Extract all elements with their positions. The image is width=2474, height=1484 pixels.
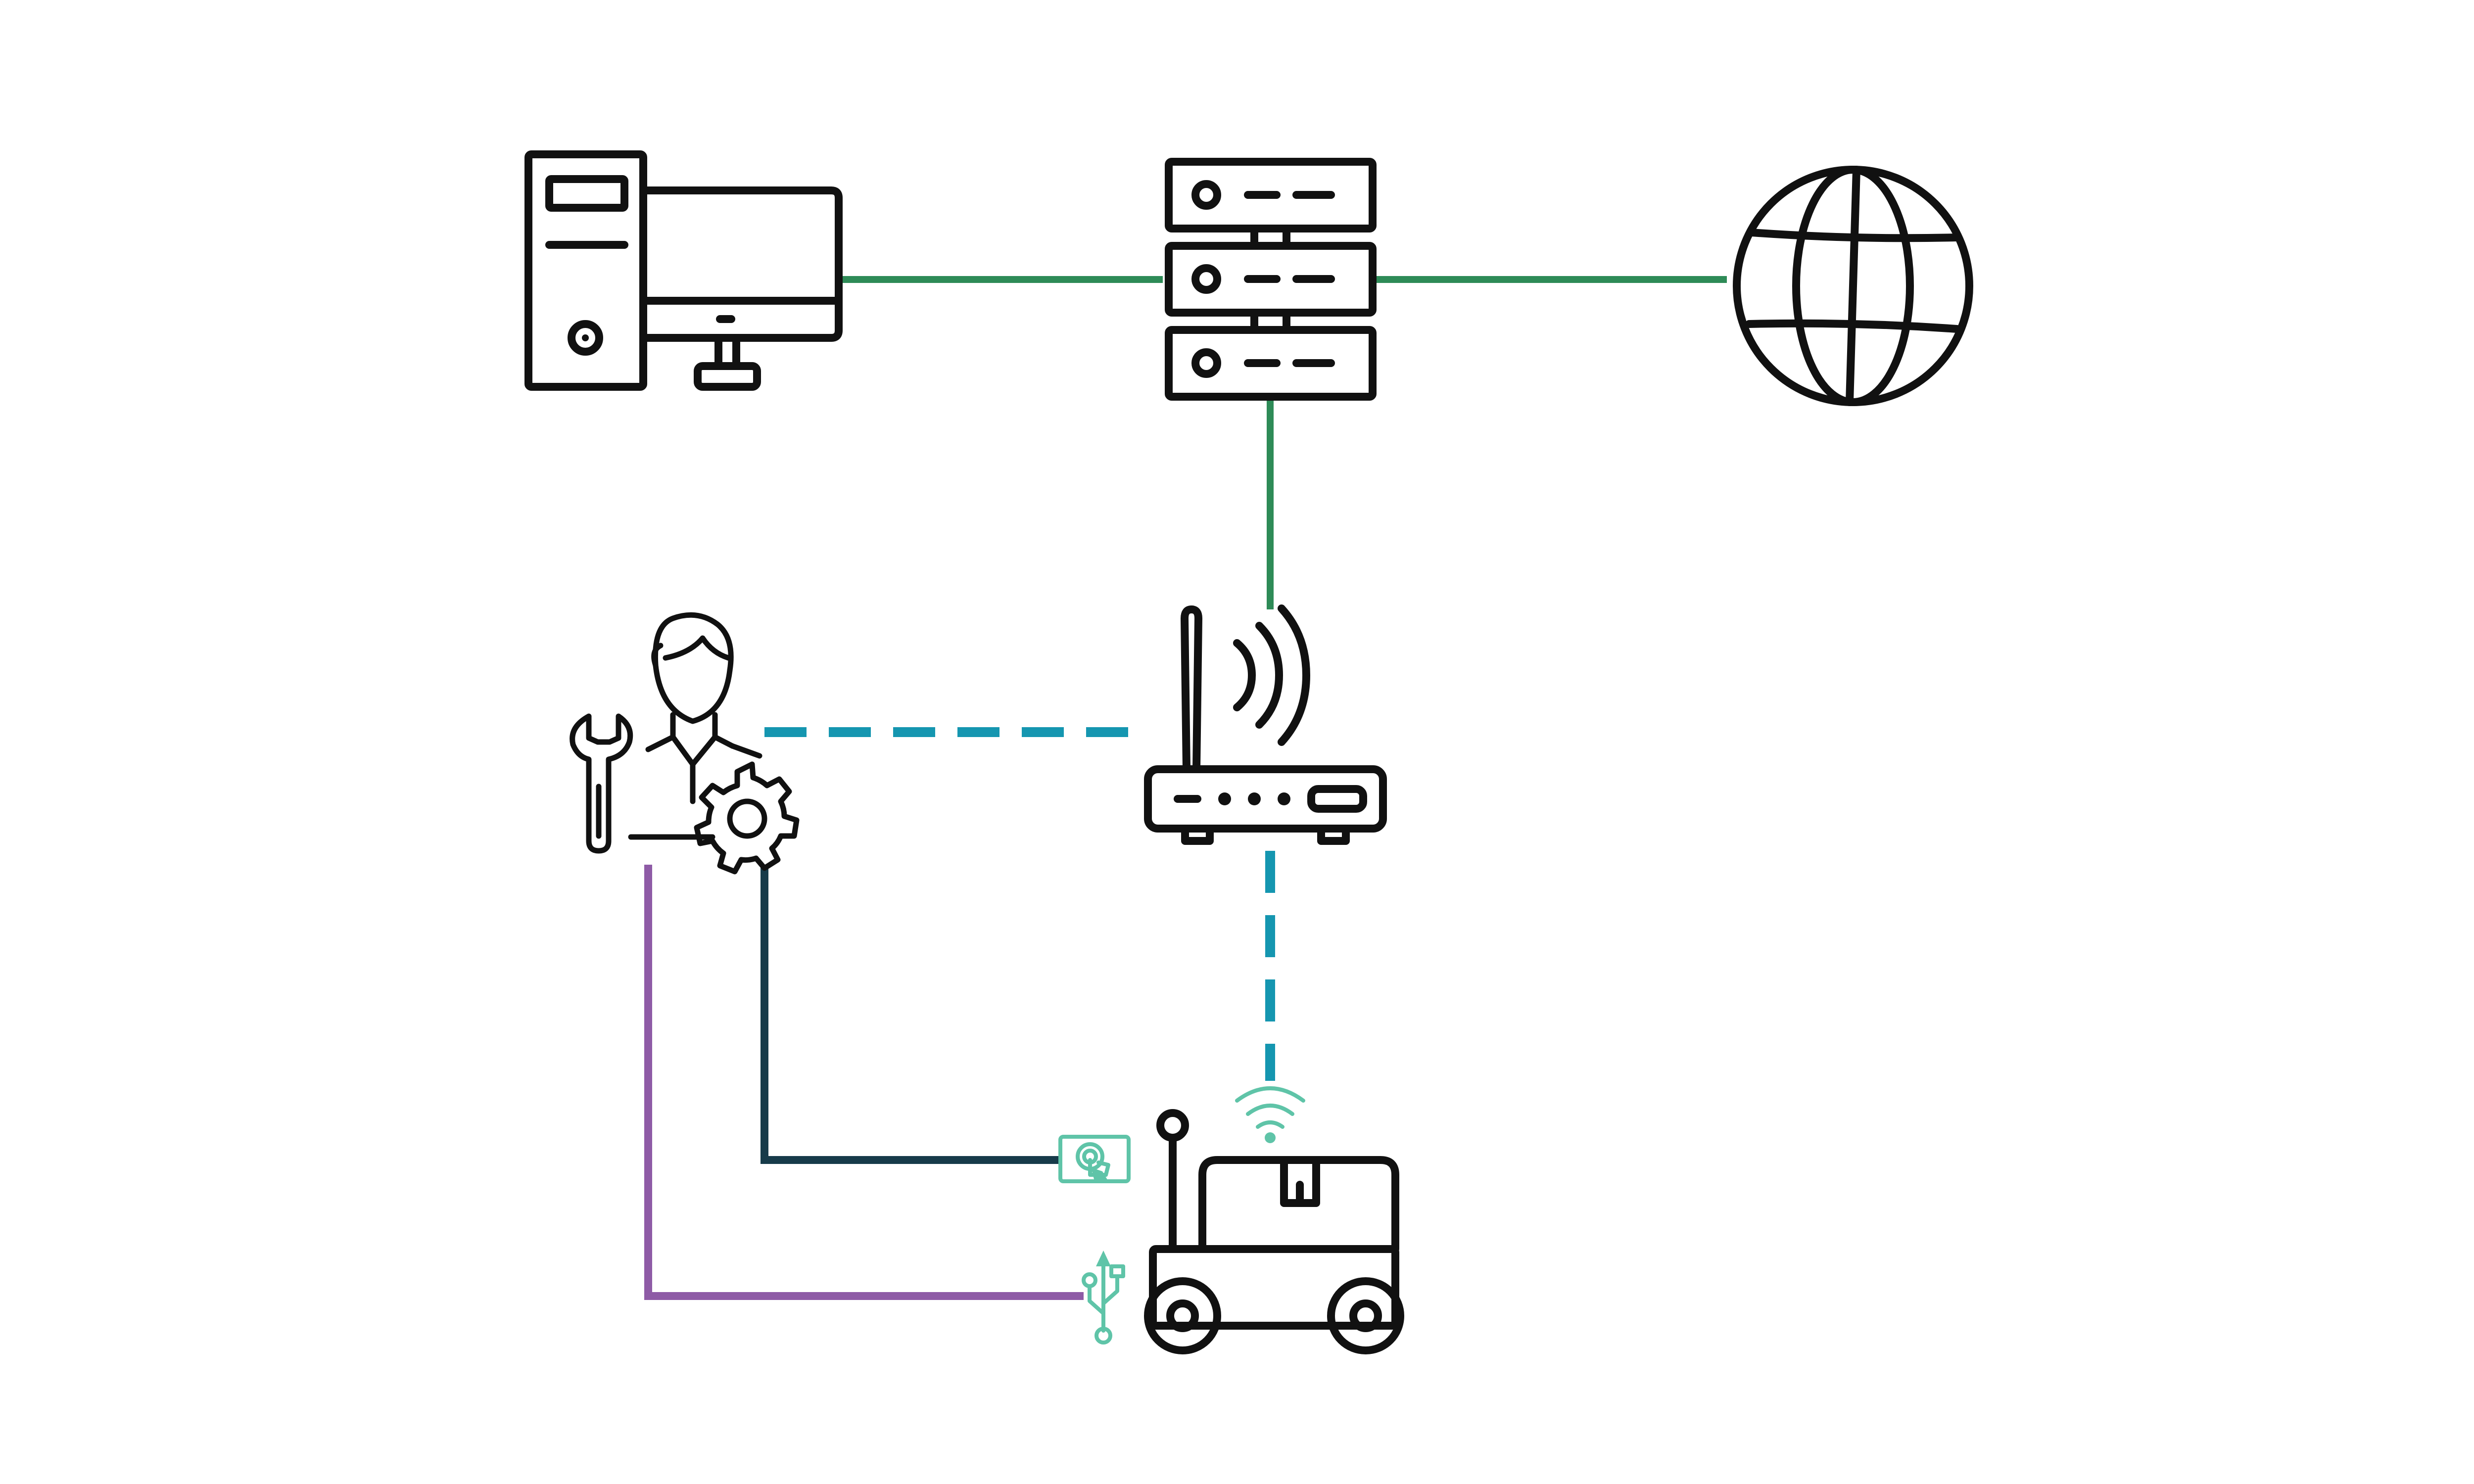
touchscreen-icon <box>1058 1135 1131 1183</box>
delivery-robot-icon <box>1144 1109 1404 1354</box>
server-rack-icon <box>1165 158 1377 401</box>
technician-with-tools-icon <box>570 612 800 875</box>
usb-icon <box>1082 1251 1125 1345</box>
wifi-signal-icon <box>1235 1086 1305 1143</box>
link-technician-robot-usb <box>644 865 1084 1300</box>
gear-icon <box>694 761 800 875</box>
link-technician-robot-touchpanel <box>761 865 1059 1164</box>
wifi-router-icon <box>1144 604 1387 845</box>
desktop-computer-icon <box>524 150 843 391</box>
globe-icon <box>1733 166 1973 406</box>
connections <box>644 276 1727 1300</box>
